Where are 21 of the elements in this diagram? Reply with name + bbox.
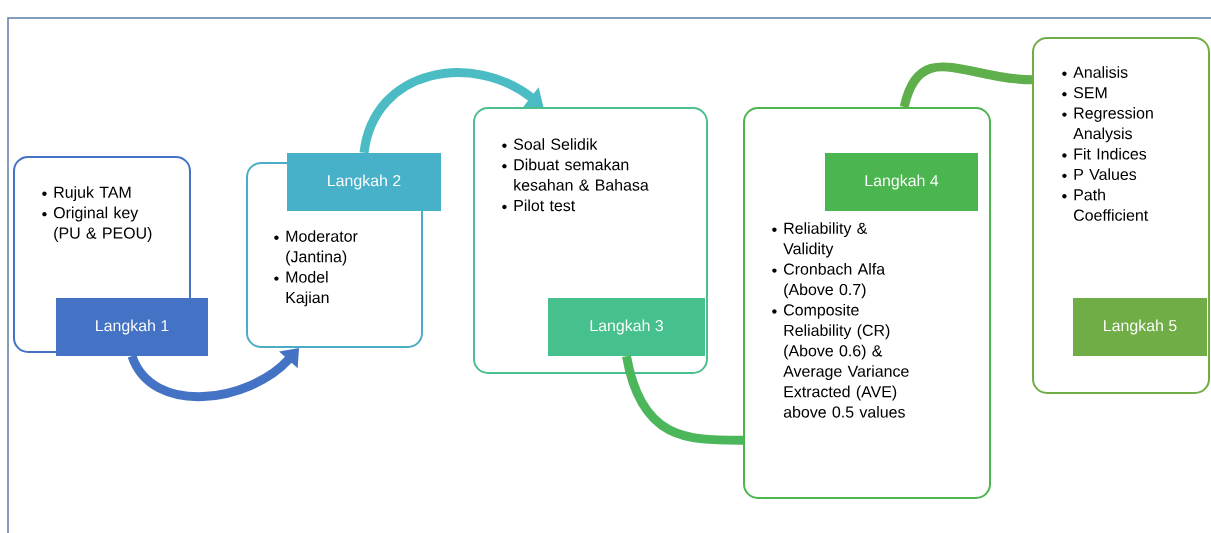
step-label: Langkah 3 [548,298,705,356]
step-label: Langkah 1 [56,298,208,356]
bullet-item: P Values [1062,168,1137,180]
bullet-item: Dibuat semakan kesahan & Bahasa [502,158,649,191]
bullet-item: Path Coefficient [1062,188,1149,221]
step-label: Langkah 2 [287,153,441,211]
bullet-item: Model Kajian [274,271,329,307]
bullet-item: Fit Indices [1062,147,1147,160]
bullet-item: Composite Reliability (CR) (Above 0.6) & Average Variance Extracted (AVE) above 0.5 values [772,303,909,418]
bullet-item: Original key (PU & PEOU) [42,206,152,242]
bullet-item: Moderator (Jantina) [274,230,358,266]
step-label: Langkah 5 [1073,298,1207,356]
bullet-item: Pilot test [502,199,576,212]
bullet-item: SEM [1062,87,1107,99]
step-label: Langkah 4 [825,153,978,211]
bullet-item: Soal Selidik [502,138,598,150]
bullet-item: Regression Analysis [1062,107,1153,143]
bullet-item: Analisis [1062,66,1128,78]
bullet-item: Reliability & Validity [772,222,868,258]
bullet-item: Rujuk TAM [42,186,131,202]
bullet-item: Cronbach Alfa (Above 0.7) [772,263,886,299]
